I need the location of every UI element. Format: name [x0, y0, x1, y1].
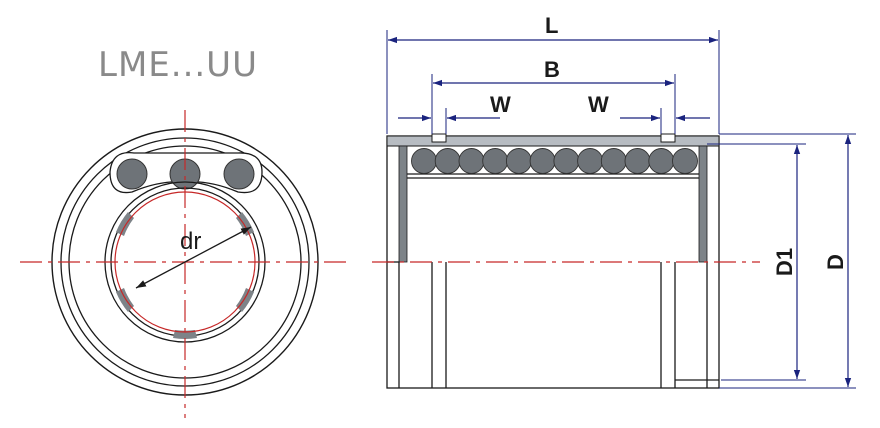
- side-ball: [411, 148, 437, 174]
- side-ball: [434, 148, 461, 174]
- contact-segment: [236, 288, 254, 312]
- D1-label: D1: [772, 248, 797, 276]
- D-label: D: [823, 254, 848, 270]
- housing-band: [386, 135, 720, 147]
- B-label: B: [544, 57, 560, 82]
- side-ball: [505, 148, 532, 174]
- side-ball: [624, 148, 651, 174]
- ball: [223, 158, 255, 190]
- L-label: L: [545, 13, 558, 38]
- side-ball: [529, 148, 556, 174]
- side-ball: [482, 148, 509, 174]
- groove-left: [431, 133, 447, 143]
- side-ball: [458, 148, 485, 174]
- W-right-label: W: [588, 92, 609, 117]
- end-view: dr: [20, 110, 352, 418]
- ball-row: [411, 148, 698, 174]
- W-left-label: W: [490, 92, 511, 117]
- side-ball: [553, 148, 580, 174]
- contact-segment: [116, 288, 134, 312]
- side-ball: [672, 148, 698, 174]
- contact-segment: [116, 212, 134, 236]
- side-view: L B W W D1 D: [372, 13, 856, 389]
- ball: [116, 158, 148, 190]
- dr-dimension-line: [135, 226, 252, 289]
- series-title: LME...UU: [98, 45, 258, 85]
- side-ball: [600, 148, 627, 174]
- groove-right: [660, 133, 676, 143]
- side-ball: [577, 148, 604, 174]
- dr-label: dr: [180, 228, 201, 255]
- left-end-wall: [398, 145, 408, 263]
- right-end-wall: [698, 145, 708, 263]
- side-ball: [648, 148, 675, 174]
